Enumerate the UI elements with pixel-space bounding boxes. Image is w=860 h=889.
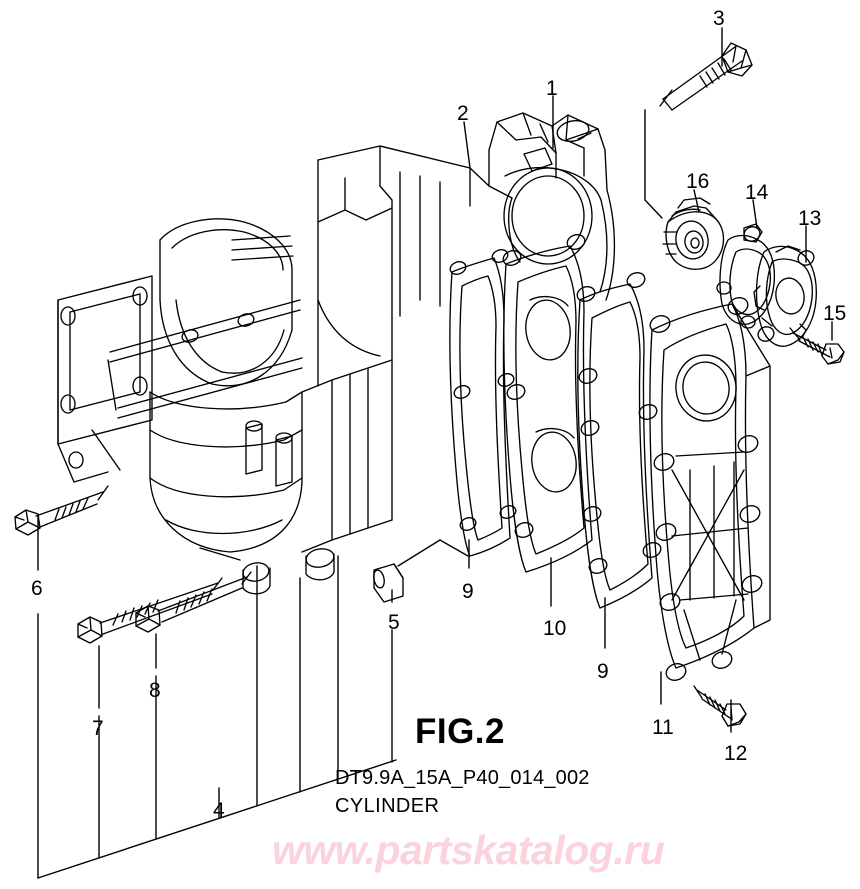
callout-10: 10: [543, 617, 567, 640]
cylinder-block: [57, 112, 616, 595]
callout-3: 3: [713, 7, 725, 30]
callout-5: 5: [388, 611, 400, 634]
callout-16: 16: [686, 170, 710, 193]
callout-14: 14: [745, 181, 769, 204]
bolt-6: [14, 485, 109, 536]
thermostat-cover-13: [753, 245, 817, 347]
figure-code: DT9.9A_15A_P40_014_002: [335, 767, 590, 789]
dowel-pin-5: [373, 539, 469, 603]
bolt-15: [789, 327, 845, 365]
callout-7: 7: [92, 717, 104, 740]
figure-title: FIG.2: [414, 712, 506, 751]
callout-6: 6: [31, 577, 43, 600]
callout-1: 1: [546, 77, 558, 100]
dowel-pin-bracket: [37, 555, 397, 879]
gasket-9-lower: [576, 272, 662, 609]
callout-8: 8: [149, 679, 161, 702]
title-block: FIG.2 DT9.9A_15A_P40_014_002 CYLINDER: [335, 713, 675, 819]
bolt-12: [693, 685, 747, 727]
callout-15: 15: [823, 302, 847, 325]
callout-4: 4: [213, 799, 225, 822]
callout-13: 13: [798, 207, 822, 230]
callout-9: 9: [462, 580, 474, 603]
cylinder-head-10: [502, 234, 602, 573]
callout-9-lower: 9: [597, 660, 609, 683]
thermostat-16: [662, 197, 725, 270]
bolt-7: [77, 577, 223, 644]
figure-name: CYLINDER: [335, 795, 440, 817]
thermostat-gasket-14: [716, 223, 776, 329]
callout-11: 11: [652, 716, 674, 739]
bolt-3: [659, 42, 753, 111]
bolt-8: [135, 571, 252, 633]
cylinder-head-cover-11: [649, 297, 771, 681]
callout-2: 2: [457, 102, 469, 125]
gasket-9-upper: [449, 249, 517, 557]
callout-12: 12: [724, 742, 748, 765]
site-watermark: www.partskatalog.ru: [272, 827, 665, 873]
